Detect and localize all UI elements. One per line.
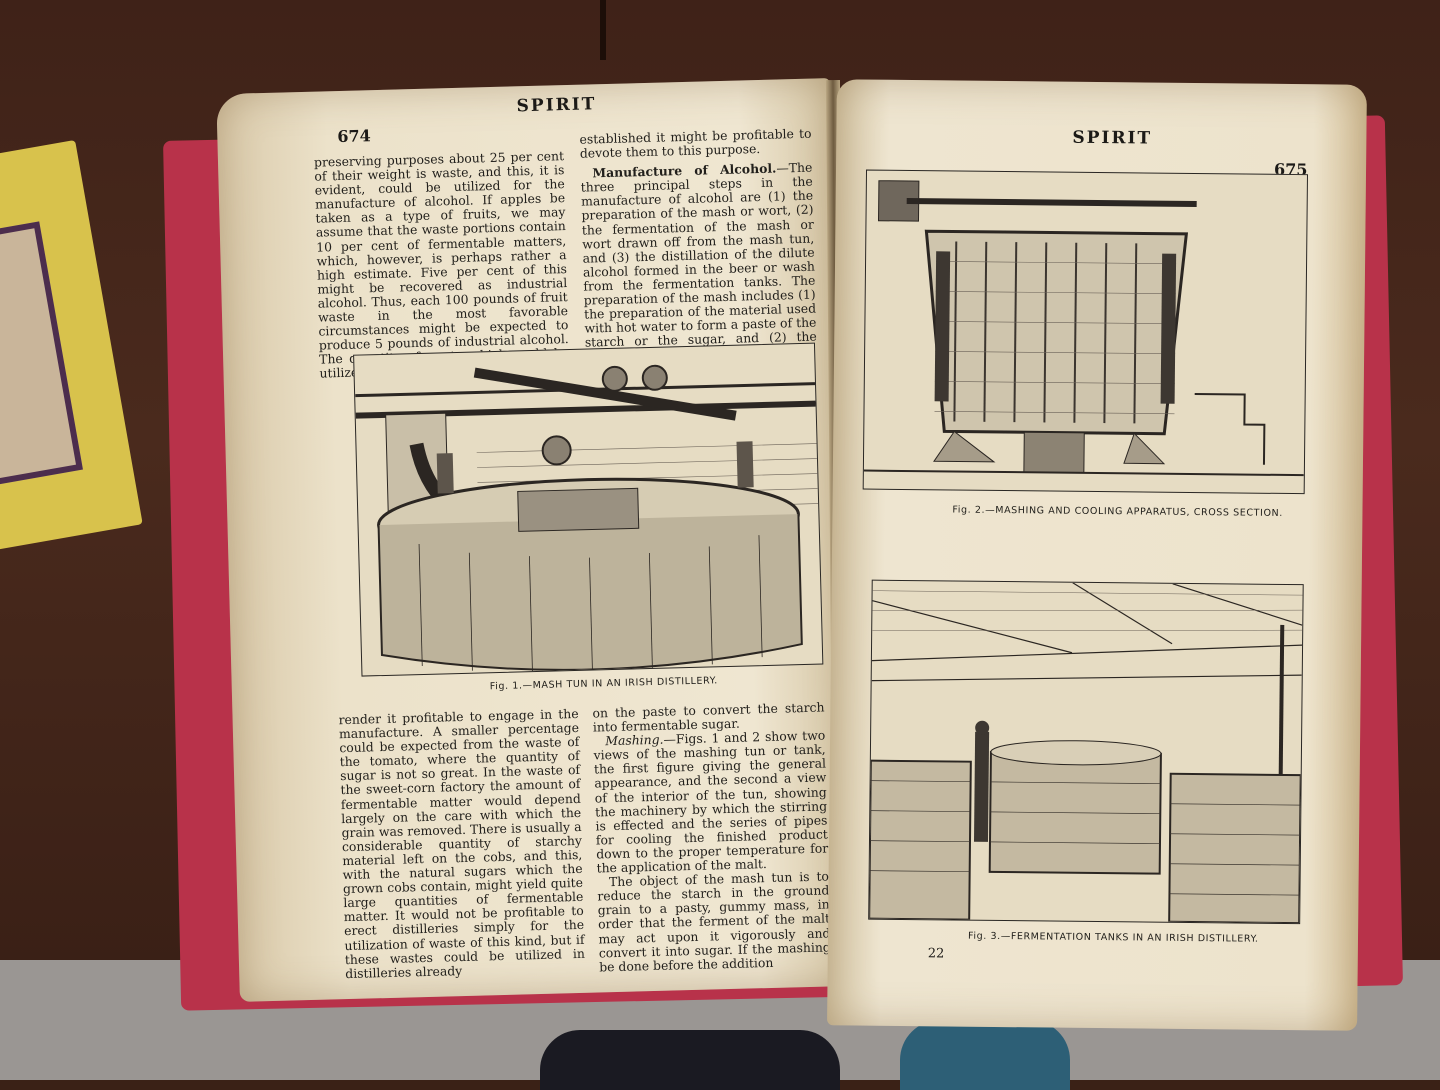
signature-mark: 22: [927, 946, 945, 962]
right-page: SPIRIT 675 Fig. 2.: [827, 79, 1367, 1031]
text-column-bottom-left: render it profitable to engage in the ma…: [338, 705, 586, 981]
left-page: SPIRIT 674 preserving purposes about 25 …: [216, 78, 854, 1002]
text-column-top-right: established it might be profitable to de…: [579, 125, 817, 364]
figure-mashing-apparatus: [862, 169, 1308, 495]
figure-fermentation-tanks: [868, 579, 1304, 925]
figure-mash-tun: [353, 342, 824, 677]
text-column-bottom-right: on the paste to convert the starch into …: [592, 699, 831, 975]
running-title: SPIRIT: [1072, 127, 1153, 149]
figure-caption: Fig. 3.—FERMENTATION TANKS IN AN IRISH D…: [967, 930, 1259, 945]
text-column-top-left: preserving purposes about 25 per cent of…: [313, 148, 569, 381]
figure-caption: Fig. 2.—MASHING AND COOLING APPARATUS, C…: [952, 504, 1283, 519]
mash-tun-illustration: [355, 364, 819, 672]
fermentation-tanks-illustration: [869, 582, 1303, 924]
mashing-apparatus-illustration: [863, 180, 1304, 477]
shoe-left: [540, 1030, 840, 1090]
shoe-right: [900, 1020, 1070, 1090]
running-title: SPIRIT: [516, 94, 597, 117]
desk-seam: [600, 0, 606, 60]
figure-caption: Fig. 1.—MASH TUN IN AN IRISH DISTILLERY.: [489, 675, 718, 693]
page-number: 674: [337, 126, 372, 147]
